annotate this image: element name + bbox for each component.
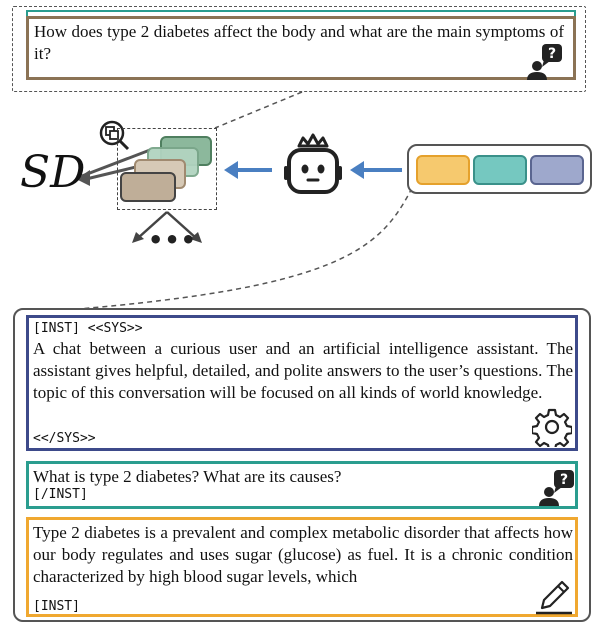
question-dashed-frame: [12, 6, 586, 92]
hidden-state-card: [120, 172, 176, 202]
ellipsis: •••: [148, 226, 198, 254]
pencil-icon: [536, 580, 572, 615]
system-prompt-text: A chat between a curious user and an art…: [33, 339, 573, 402]
token-user: [473, 155, 527, 185]
assistant-response-text: Type 2 diabetes is a prevalent and compl…: [33, 523, 573, 586]
user-prompt-text: What is type 2 diabetes? What are its ca…: [33, 467, 342, 486]
question-text: How does type 2 diabetes affect the body…: [34, 22, 564, 63]
token-system: [416, 155, 470, 185]
cards-group-frame: [117, 128, 217, 210]
robot-icon: [284, 133, 342, 194]
sd-label: SD: [20, 147, 86, 198]
sys-close-tag: <</SYS>>: [33, 431, 96, 446]
sys-open-tag: [INST] <<SYS>>: [33, 321, 143, 336]
assistant-response-box: [26, 517, 578, 617]
svg-text:?: ?: [548, 46, 556, 62]
tokens-to-panel-connector: [39, 187, 413, 313]
arrow-card-to-sd-1: [81, 148, 151, 178]
question-box: [26, 16, 576, 80]
prompt-panel: [13, 308, 591, 622]
token-assistant: [530, 155, 584, 185]
user-question-icon: ?: [539, 470, 574, 506]
svg-text:?: ?: [560, 472, 568, 488]
system-prompt-box: [26, 315, 578, 451]
arrow-card-to-sd-2: [81, 164, 141, 182]
gear-icon: [532, 408, 572, 447]
inst-close-tag: [/INST]: [33, 487, 88, 502]
inst-open-tag: [INST]: [33, 599, 80, 614]
user-prompt-box: [26, 461, 578, 509]
top-to-cards-connector: [214, 91, 303, 129]
user-question-icon: ?: [527, 44, 562, 80]
